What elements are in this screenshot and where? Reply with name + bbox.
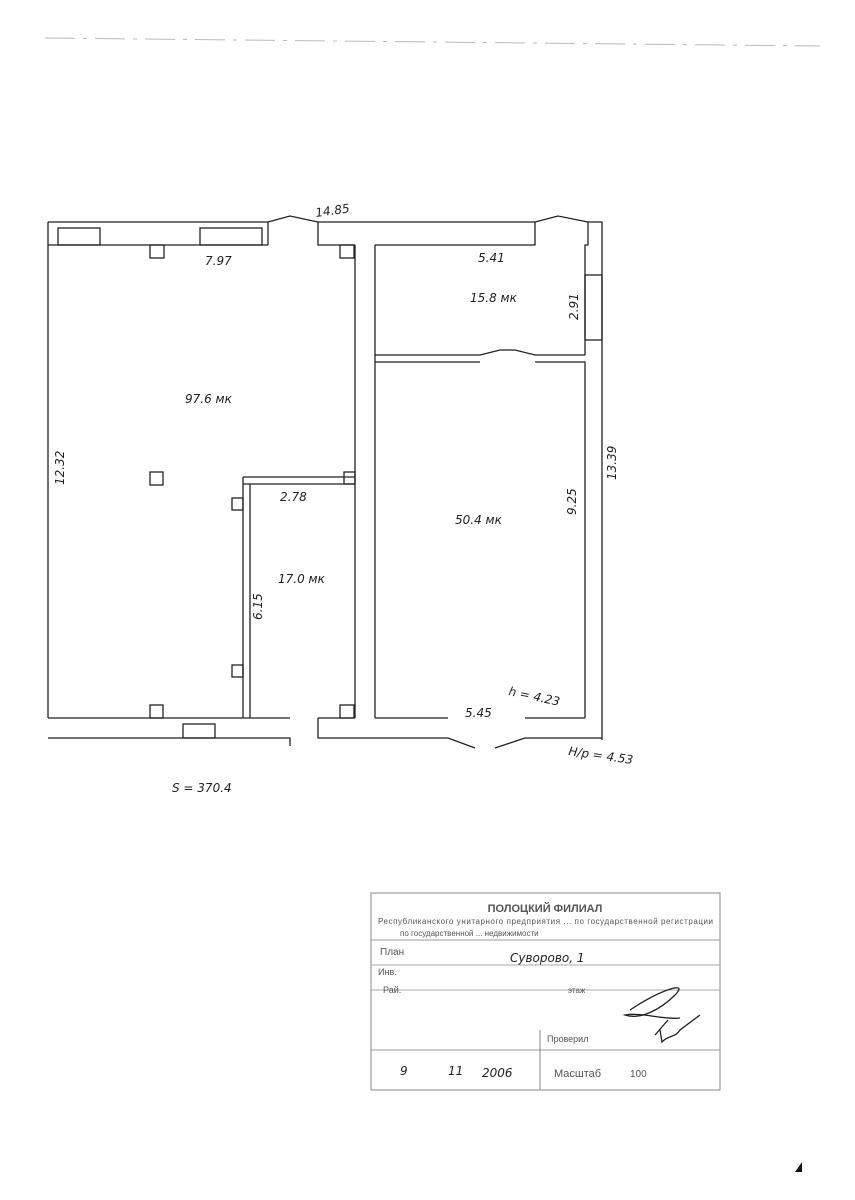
stamp-district-label: Рай. [383,985,401,995]
dim-top-right-depth: 2.91 [567,293,581,320]
dim-right-total-length: 13.39 [605,446,619,480]
stamp-org-line1: Республиканского унитарного предприятия … [378,917,713,926]
signature-1 [622,987,681,1019]
dim-lower-right-width: 5.45 [465,706,492,720]
stamp-scale-label: Масштаб [554,1068,601,1080]
stamp-plan-label: План [380,947,404,958]
stamp-checked-label: Проверил [547,1034,588,1044]
stamp-org-line2: по государственной ... недвижимости [400,929,539,938]
room-area-main: 97.6 мк [185,392,233,406]
height-hp: H/p = 4.53 [568,744,634,767]
dim-left-room-width: 7.97 [205,254,232,268]
stamp-date-month: 11 [448,1064,463,1078]
room-area-lower-right: 50.4 мк [455,513,503,527]
dim-top-right-width: 5.41 [478,251,505,265]
dim-lower-right-length: 9.25 [565,488,579,515]
stamp-scale-value: 100 [630,1069,647,1080]
signature-2 [654,1014,701,1044]
stamp-date-day: 9 [400,1064,408,1078]
stamp-inv-label: Инв. [378,967,397,977]
total-area: S = 370.4 [172,781,232,795]
corner-mark [795,1162,802,1172]
dim-small-room-length: 6.15 [251,593,265,620]
dim-small-room-width: 2.78 [280,490,307,504]
scan-line [44,37,821,47]
stamp-district-suffix: этаж [568,986,586,995]
title-block-stamp: ПОЛОЦКИЙ ФИЛИАЛ Республиканского унитарн… [370,892,721,1091]
dim-left-room-length: 12.32 [53,451,67,485]
stamp-title: ПОЛОЦКИЙ ФИЛИАЛ [488,902,603,915]
dim-overall-width: 14.85 [314,201,350,220]
stamp-address: Суворово, 1 [510,951,585,965]
walls [47,215,603,749]
ceiling-height: h = 4.23 [507,684,561,709]
room-area-small: 17.0 мк [278,572,326,586]
room-area-top-right: 15.8 мк [470,291,518,305]
stamp-date-year: 2006 [482,1066,513,1080]
